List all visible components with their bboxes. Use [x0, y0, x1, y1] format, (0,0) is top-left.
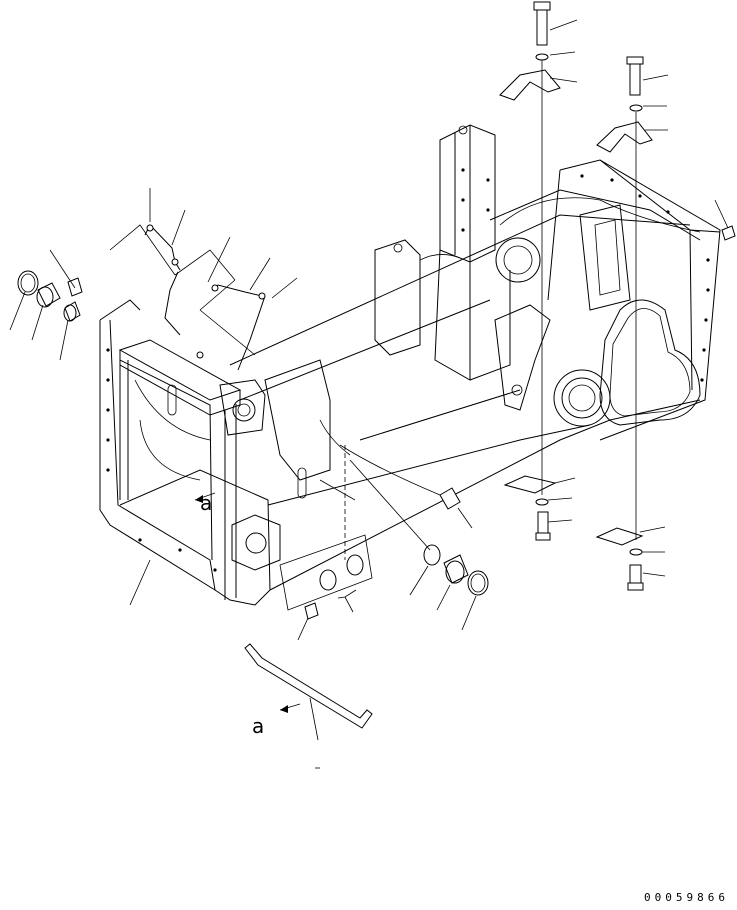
document-number: 00059866 [644, 891, 729, 904]
hose-assemblies [109, 197, 701, 501]
view-arrows [194, 492, 301, 713]
leader-lines [9, 19, 729, 769]
view-letter-a-tool: a [252, 714, 264, 738]
main-frame [99, 124, 721, 606]
view-letter-a-frame: a [200, 491, 212, 515]
alignment-lines [319, 60, 637, 560]
special-tool [244, 643, 373, 729]
loose-parts [17, 1, 736, 620]
